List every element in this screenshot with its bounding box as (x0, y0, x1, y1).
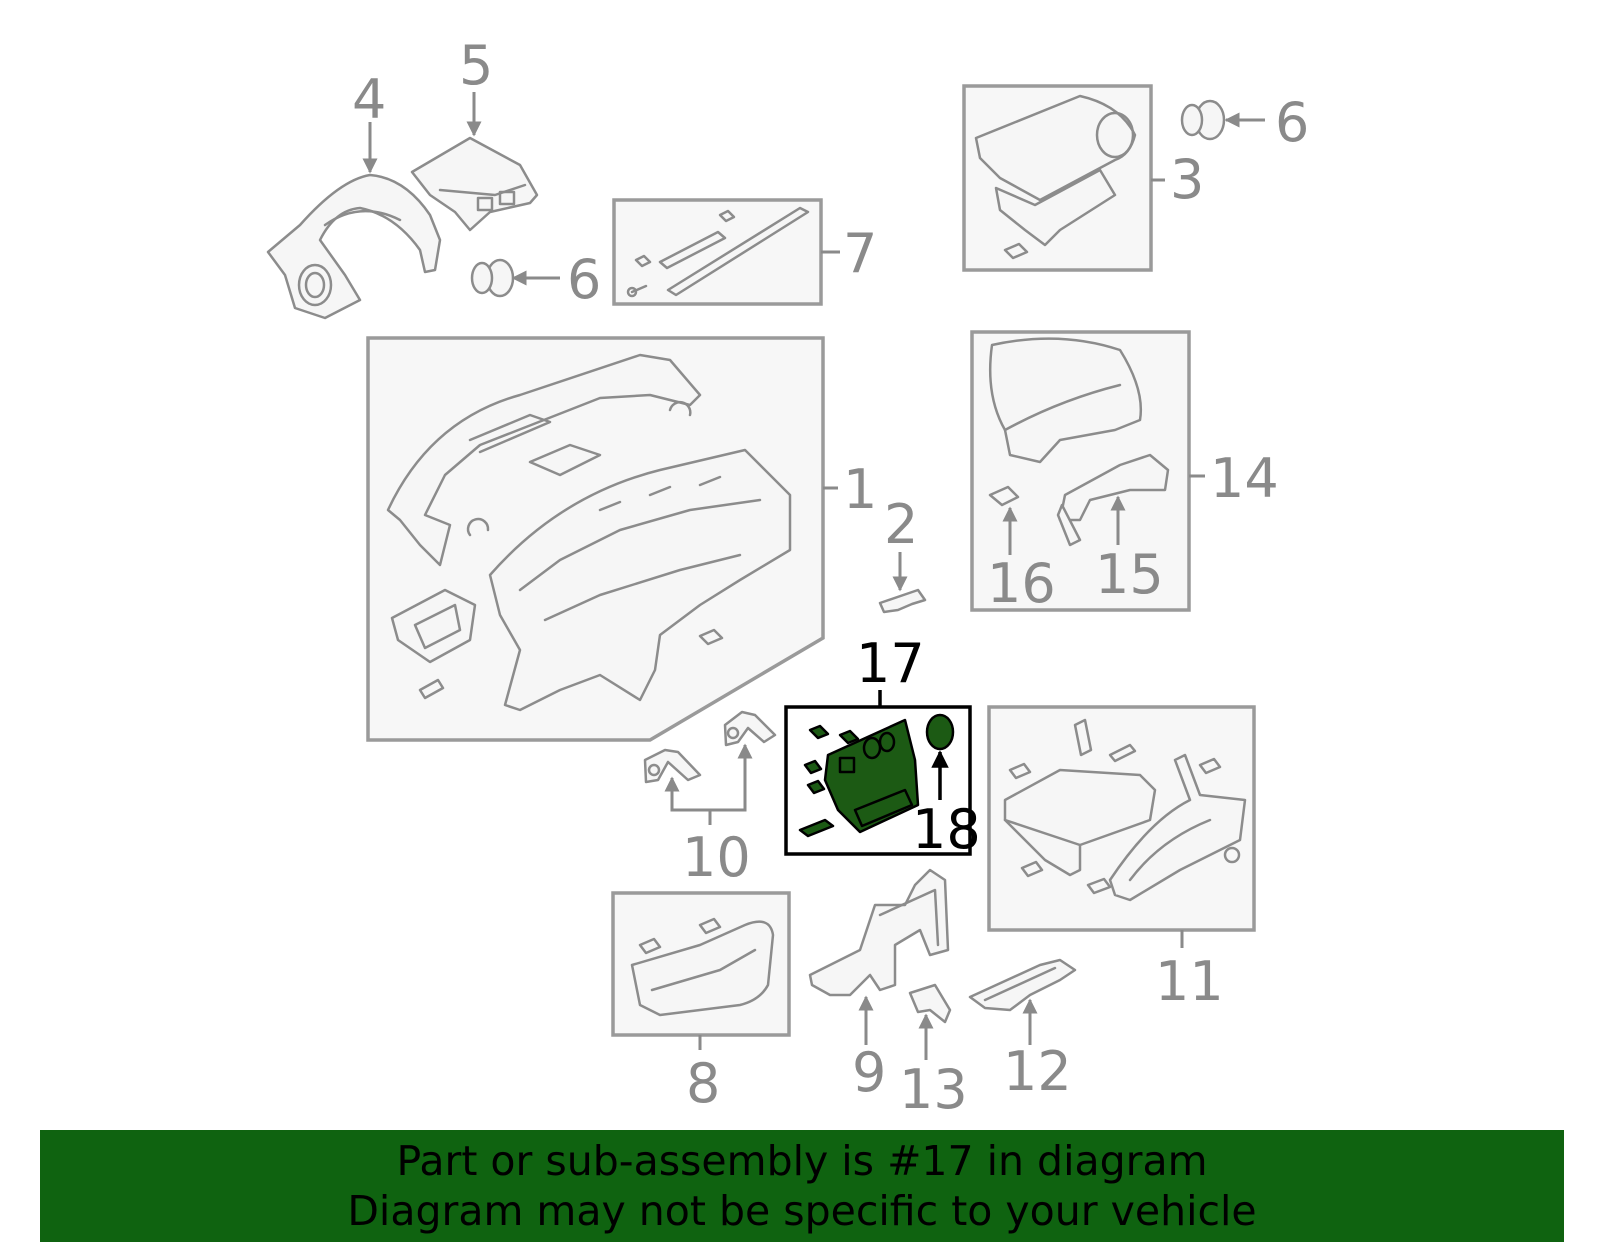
part-9-knee-bracket: 9 (808, 868, 950, 1104)
part-10-brackets: 10 (643, 710, 777, 889)
callout-18: 18 (912, 798, 981, 861)
part-6-clip-right: 6 (1180, 91, 1309, 154)
part-17-highlighted-assembly[interactable]: 17 18 (784, 632, 981, 861)
callout-4: 4 (352, 68, 386, 131)
callout-16: 16 (987, 552, 1056, 615)
callout-2: 2 (884, 493, 918, 556)
callout-5: 5 (459, 34, 493, 97)
callout-9: 9 (852, 1041, 886, 1104)
callout-3: 3 (1170, 148, 1204, 211)
part-1-instrument-panel: 1 (366, 336, 877, 742)
part-2-bracket: 2 (878, 493, 927, 614)
callout-11: 11 (1155, 950, 1224, 1013)
callout-8: 8 (686, 1052, 720, 1115)
part-11-glove-box: 11 (987, 705, 1256, 1013)
part-3-panel: 3 (962, 84, 1204, 272)
callout-1: 1 (843, 458, 877, 521)
banner-line-1: Part or sub-assembly is #17 in diagram (396, 1137, 1208, 1185)
part-13-bracket: 13 (899, 983, 968, 1121)
callout-17: 17 (856, 632, 925, 695)
callout-7: 7 (843, 222, 877, 285)
callout-6-left: 6 (567, 248, 601, 311)
part-12-duct: 12 (968, 958, 1077, 1103)
part-8-lower-panel: 8 (611, 891, 791, 1115)
part-7-trim-strips: 7 (612, 198, 877, 306)
callout-6-right: 6 (1275, 91, 1309, 154)
part-14-upper-trim: 14 16 15 (970, 330, 1279, 615)
info-banner: Part or sub-assembly is #17 in diagram D… (40, 1130, 1564, 1242)
part-6-clip-left: 6 (470, 248, 601, 311)
callout-13: 13 (899, 1058, 968, 1121)
callout-10: 10 (682, 826, 751, 889)
part-5-upper-panel: 5 (410, 34, 539, 232)
callout-12: 12 (1003, 1040, 1072, 1103)
callout-14: 14 (1210, 447, 1279, 510)
callout-15: 15 (1095, 543, 1164, 606)
banner-line-2: Diagram may not be specific to your vehi… (347, 1187, 1257, 1235)
part-4-cluster-hood: 4 (266, 68, 442, 320)
